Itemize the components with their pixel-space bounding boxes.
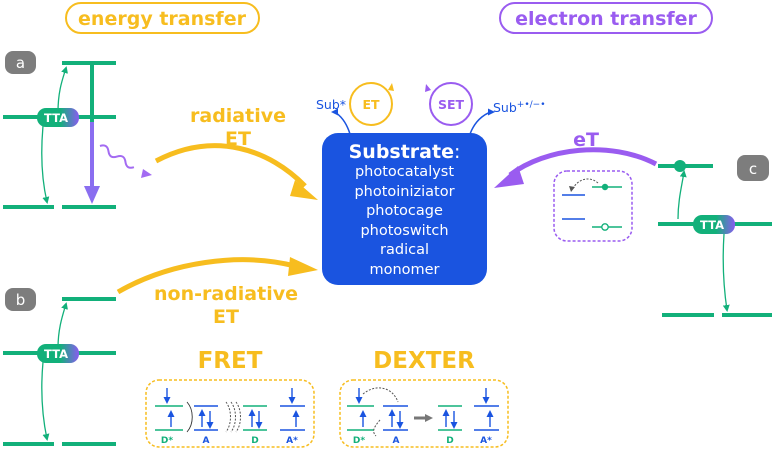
set-cycle-sub-base: Sub — [493, 100, 517, 115]
set-cycle-sub-charge: +•/−• — [517, 100, 546, 110]
dexter-label-a-star: A* — [480, 436, 492, 446]
fret-label-d: D — [251, 436, 258, 446]
panel-b-energy-levels: TTA — [3, 297, 116, 446]
header-electron-transfer: electron transfer — [499, 2, 713, 34]
substrate-item-monomer: monomer — [369, 261, 440, 278]
electron-dot — [674, 160, 686, 172]
et-cycle-sub-star: Sub* — [316, 97, 346, 112]
substrate-title-text: Substrate — [348, 141, 454, 163]
radiative-et-arrow — [154, 143, 307, 188]
arrow-b-up — [57, 302, 68, 349]
tta-badge-b: TTA — [37, 344, 79, 363]
set-cycle-arrow — [469, 108, 495, 135]
substrate-title-colon: : — [453, 141, 461, 163]
et-cycle: ET Sub* — [316, 82, 394, 135]
non-radiative-et-arrow — [116, 257, 296, 295]
dexter-label-d: D — [446, 436, 453, 446]
panel-c-energy-levels: TTA — [658, 160, 772, 317]
set-cycle: SET Sub+•/−• — [425, 82, 546, 135]
header-electron-transfer-label: electron transfer — [515, 8, 697, 30]
panel-label-c: c — [737, 155, 769, 181]
substrate-title: Substrate: — [322, 141, 487, 163]
fret-label-a: A — [203, 436, 210, 446]
tta-badge-c: TTA — [693, 215, 735, 234]
arrow-b-down — [41, 361, 50, 441]
panel-label-a-text: a — [16, 54, 25, 72]
header-energy-transfer: energy transfer — [65, 2, 260, 34]
photon-arrowhead — [141, 169, 152, 178]
set-cycle-label: SET — [438, 97, 465, 112]
substrate-item-photoswitch: photoswitch — [360, 222, 449, 239]
tta-badge-b-label: TTA — [44, 347, 68, 361]
set-cycle-sub: Sub+•/−• — [493, 100, 546, 115]
tta-badge-a-label: TTA — [44, 111, 68, 125]
dexter-box: D* A D A* — [339, 379, 509, 448]
arrow-c-up — [677, 170, 687, 220]
et-cycle-arrow — [331, 108, 351, 135]
fret-label-d-star: D* — [161, 436, 173, 446]
non-radiative-et-arrowhead — [288, 257, 318, 276]
header-energy-transfer-label: energy transfer — [78, 8, 247, 30]
substrate-item-photoiniziator: photoiniziator — [354, 183, 455, 200]
dexter-label-d-star: D* — [353, 436, 365, 446]
substrate-item-photocage: photocage — [366, 203, 443, 219]
non-radiative-label-line1: non-radiative — [154, 283, 298, 305]
electron-transfer-inset — [553, 170, 633, 242]
dexter-title: DEXTER — [373, 348, 475, 374]
substrate-item-radical: radical — [380, 242, 429, 258]
photon-wave — [99, 144, 135, 169]
radiative-et-arrowhead — [290, 180, 318, 200]
panel-label-c-text: c — [749, 160, 757, 178]
panel-label-b: b — [5, 288, 36, 311]
panel-label-a: a — [5, 51, 36, 74]
tta-badge-c-label: TTA — [700, 218, 724, 232]
radiative-label-line1: radiative — [190, 105, 286, 127]
emission-arrowhead — [84, 186, 100, 204]
arrow-a-up — [57, 66, 68, 113]
et-cycle-label: ET — [362, 97, 380, 112]
et-electron-arrow — [508, 147, 658, 177]
tta-badge-a: TTA — [37, 108, 79, 127]
arrow-c-down — [722, 233, 730, 312]
panel-a-energy-levels: TTA — [3, 61, 152, 209]
et-electron-arrowhead — [494, 166, 524, 188]
fret-box: D* A D A* — [145, 379, 315, 448]
dexter-label-a: A — [393, 436, 400, 446]
fret-label-a-star: A* — [286, 436, 298, 446]
substrate-box: Substrate: photocatalyst photoiniziator … — [322, 133, 487, 285]
et-electron-label: eT — [573, 129, 599, 151]
panel-label-b-text: b — [16, 291, 26, 309]
non-radiative-label-line2: ET — [213, 306, 239, 328]
fret-title: FRET — [198, 348, 263, 374]
substrate-item-photocatalyst: photocatalyst — [354, 164, 455, 180]
arrow-a-down — [41, 125, 50, 204]
